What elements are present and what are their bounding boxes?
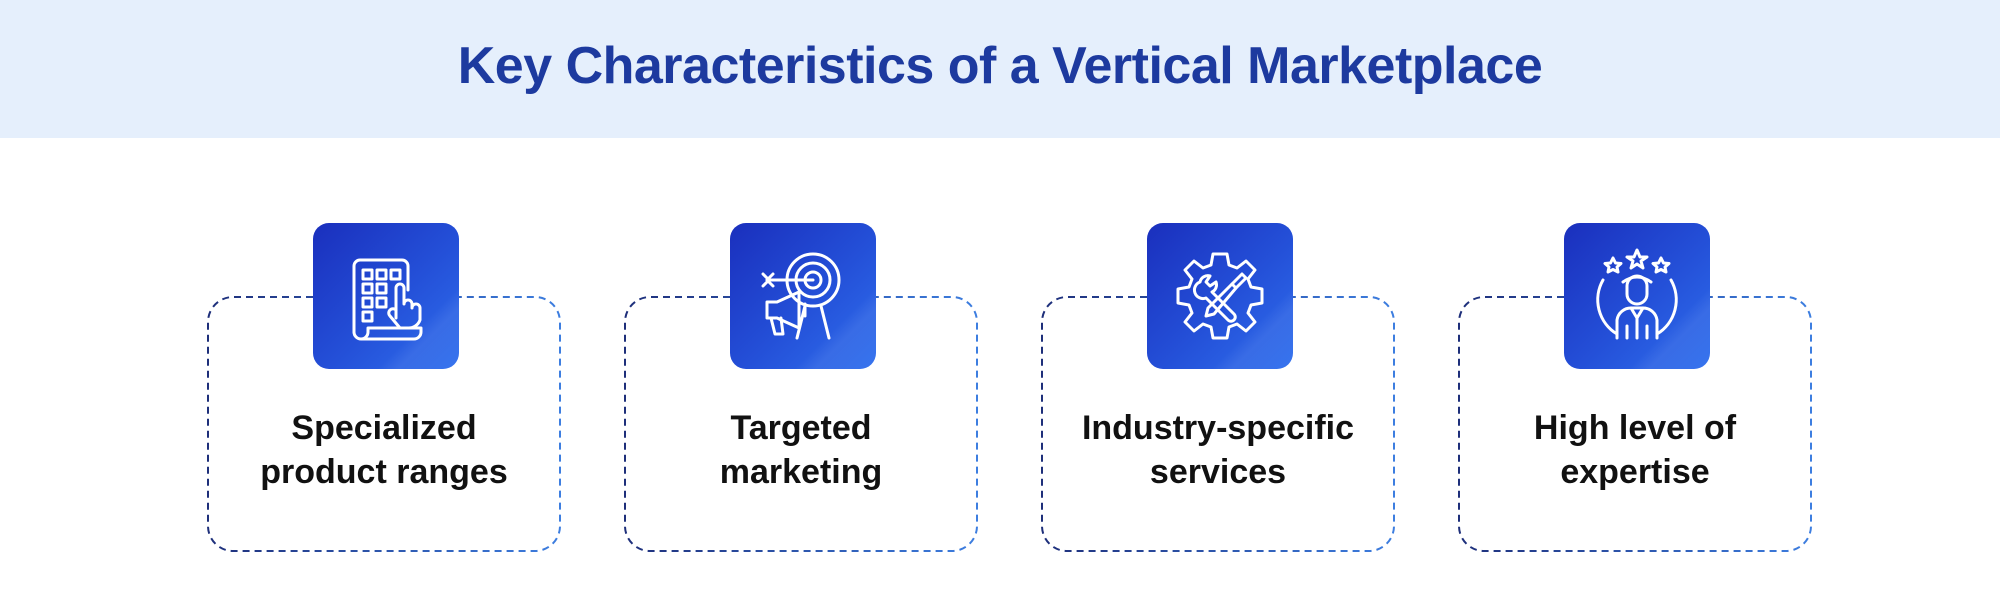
header-banner: Key Characteristics of a Vertical Market… [0,0,2000,138]
card-label-line-1: Specialized [291,409,477,447]
megaphone-target-icon [761,252,841,340]
icon-tile [313,223,459,369]
card-label-line-2: expertise [1560,453,1710,491]
page-title: Key Characteristics of a Vertical Market… [457,37,1543,95]
touch-keypad-icon [352,258,423,341]
card-industry-specific-services: Industry-specific services [1041,296,1395,552]
card-label-line-2: product ranges [260,453,508,491]
card-label: Targeted marketing [624,406,978,494]
card-label-line-1: High level of [1533,409,1737,447]
icon-tile [730,223,876,369]
card-label-line-2: services [1149,453,1287,491]
icon-tile [1147,223,1293,369]
card-label-line-1: Targeted [730,409,872,447]
card-high-level-of-expertise: High level of expertise [1458,296,1812,552]
icon-tile [1564,223,1710,369]
card-specialized-product-ranges: Specialized product ranges [207,296,561,552]
card-label: Specialized product ranges [207,406,561,494]
card-label: High level of expertise [1458,406,1812,494]
gear-tools-icon [1176,252,1264,340]
card-label-line-1: Industry-specific [1081,409,1355,447]
expert-stars-icon [1596,248,1678,340]
card-label: Industry-specific services [1041,406,1395,494]
card-targeted-marketing: Targeted marketing [624,296,978,552]
card-label-line-2: marketing [719,453,883,491]
